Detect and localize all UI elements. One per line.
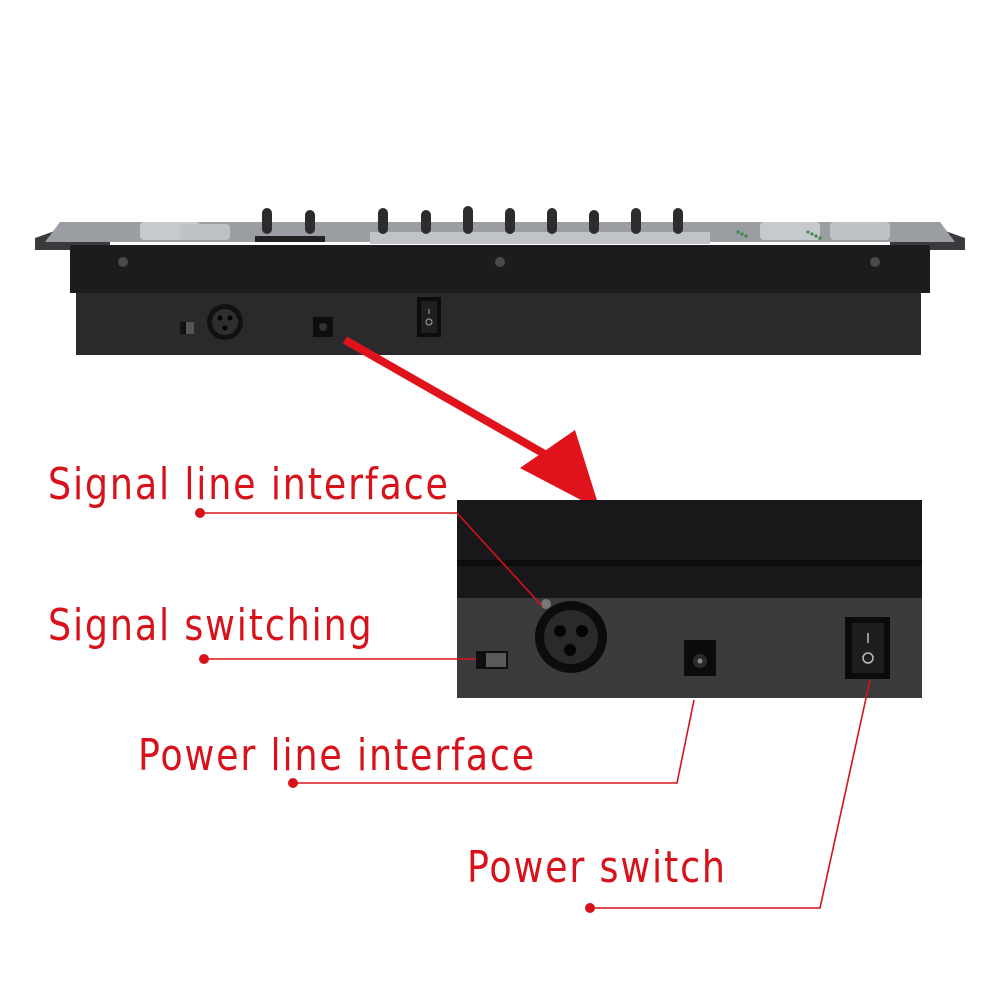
callout-signal-line-interface: Signal line interface: [48, 459, 450, 510]
callout-signal-switching: Signal switching: [48, 600, 374, 651]
callout-power-switch: Power switch: [467, 842, 727, 893]
callout-power-line-interface: Power line interface: [138, 730, 537, 781]
